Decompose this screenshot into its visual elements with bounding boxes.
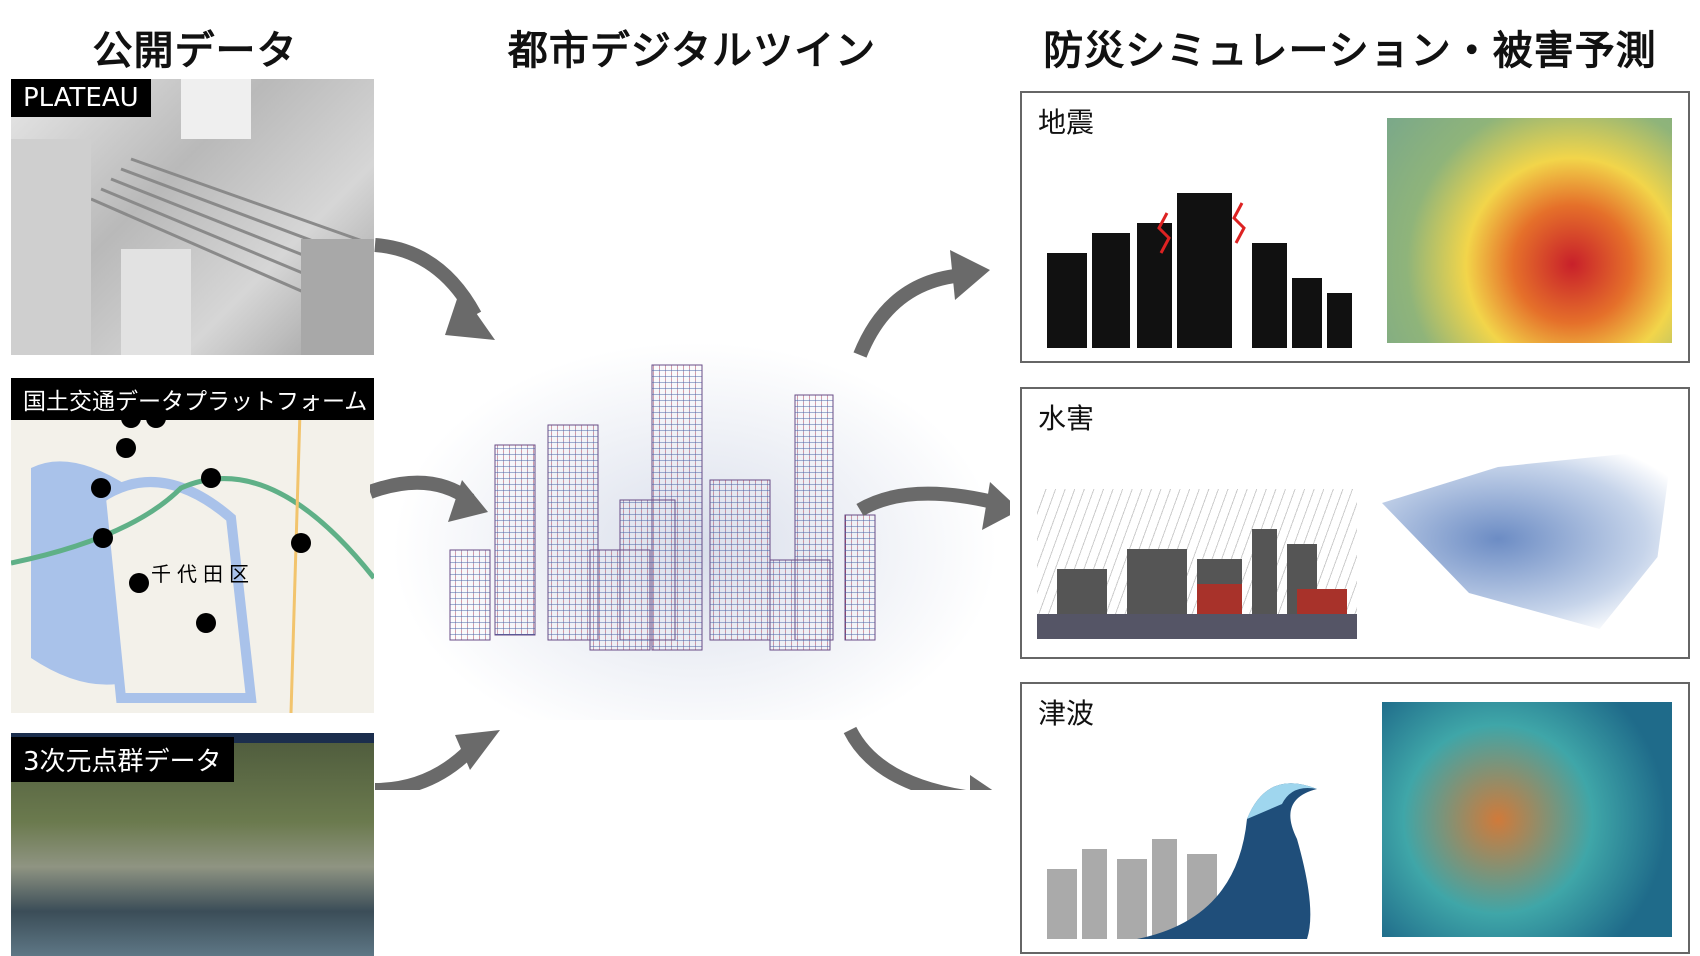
flow-arrows (370, 238, 1010, 790)
flood-hazard-map (1382, 449, 1672, 629)
map-graphic (11, 378, 374, 713)
point-cloud-label: 3次元点群データ (11, 737, 234, 782)
digital-twin-city (390, 340, 1000, 720)
wireframe-city (449, 364, 876, 651)
flood-city-icon (1037, 489, 1357, 639)
heading-digital-twin: 都市デジタルツイン (507, 28, 877, 74)
plateau-label: PLATEAU (11, 79, 151, 117)
point-cloud-image: 3次元点群データ (11, 733, 374, 956)
earthquake-city-icon (1047, 193, 1352, 348)
tsunami-wave-icon (1047, 783, 1317, 939)
plateau-3d-buildings (11, 79, 374, 355)
flood-label: 水害 (1038, 402, 1095, 435)
heading-open-data: 公開データ (92, 28, 298, 74)
tsunami-hazard-map (1382, 702, 1672, 937)
earthquake-hazard-map (1387, 118, 1672, 343)
plateau-image: PLATEAU (11, 79, 374, 355)
earthquake-panel: 地震 (1020, 91, 1690, 363)
map-district-label: 千代田区 (151, 562, 255, 586)
tsunami-panel: 津波 (1020, 682, 1690, 954)
heading-simulation: 防災シミュレーション・被害予測 (1043, 28, 1657, 74)
mlit-label: 国土交通データプラットフォーム (11, 378, 374, 420)
earthquake-label: 地震 (1038, 106, 1095, 139)
flood-panel: 水害 (1020, 387, 1690, 659)
mlit-map-image: 千代田区 国土交通データプラットフォーム (11, 378, 374, 713)
tsunami-label: 津波 (1038, 697, 1095, 730)
